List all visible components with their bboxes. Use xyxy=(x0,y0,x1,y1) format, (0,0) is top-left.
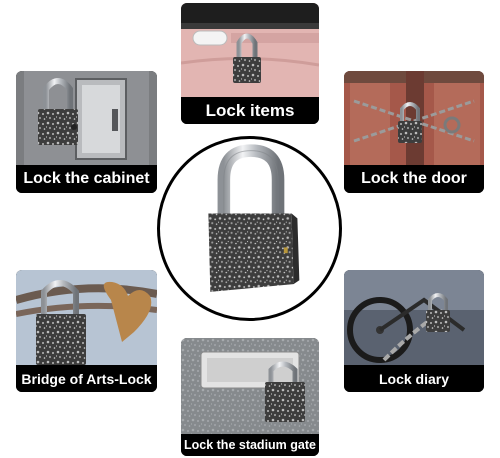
card-lock-items: Lock items xyxy=(181,3,319,124)
stadium-gate-photo xyxy=(181,338,319,434)
padlock-icon xyxy=(208,144,300,292)
bridge-label: Bridge of Arts-Lock xyxy=(16,365,157,392)
card-bridge-of-arts-lock: Bridge of Arts-Lock xyxy=(16,270,157,392)
hero-padlock-circle xyxy=(157,136,342,321)
cabinet-photo xyxy=(16,71,157,165)
lock-diary-label: Lock diary xyxy=(344,365,484,392)
suitcase-photo xyxy=(181,3,319,97)
lock-cabinet-label: Lock the cabinet xyxy=(16,165,157,193)
lock-stadium-gate-label: Lock the stadium gate xyxy=(181,434,319,456)
lock-door-label: Lock the door xyxy=(344,165,484,193)
bridge-photo xyxy=(16,270,157,365)
card-lock-door: Lock the door xyxy=(344,71,484,193)
bicycle-photo xyxy=(344,270,484,365)
lock-items-label: Lock items xyxy=(181,97,319,124)
card-lock-stadium-gate: Lock the stadium gate xyxy=(181,338,319,456)
card-lock-cabinet: Lock the cabinet xyxy=(16,71,157,193)
card-lock-diary: Lock diary xyxy=(344,270,484,392)
door-photo xyxy=(344,71,484,165)
